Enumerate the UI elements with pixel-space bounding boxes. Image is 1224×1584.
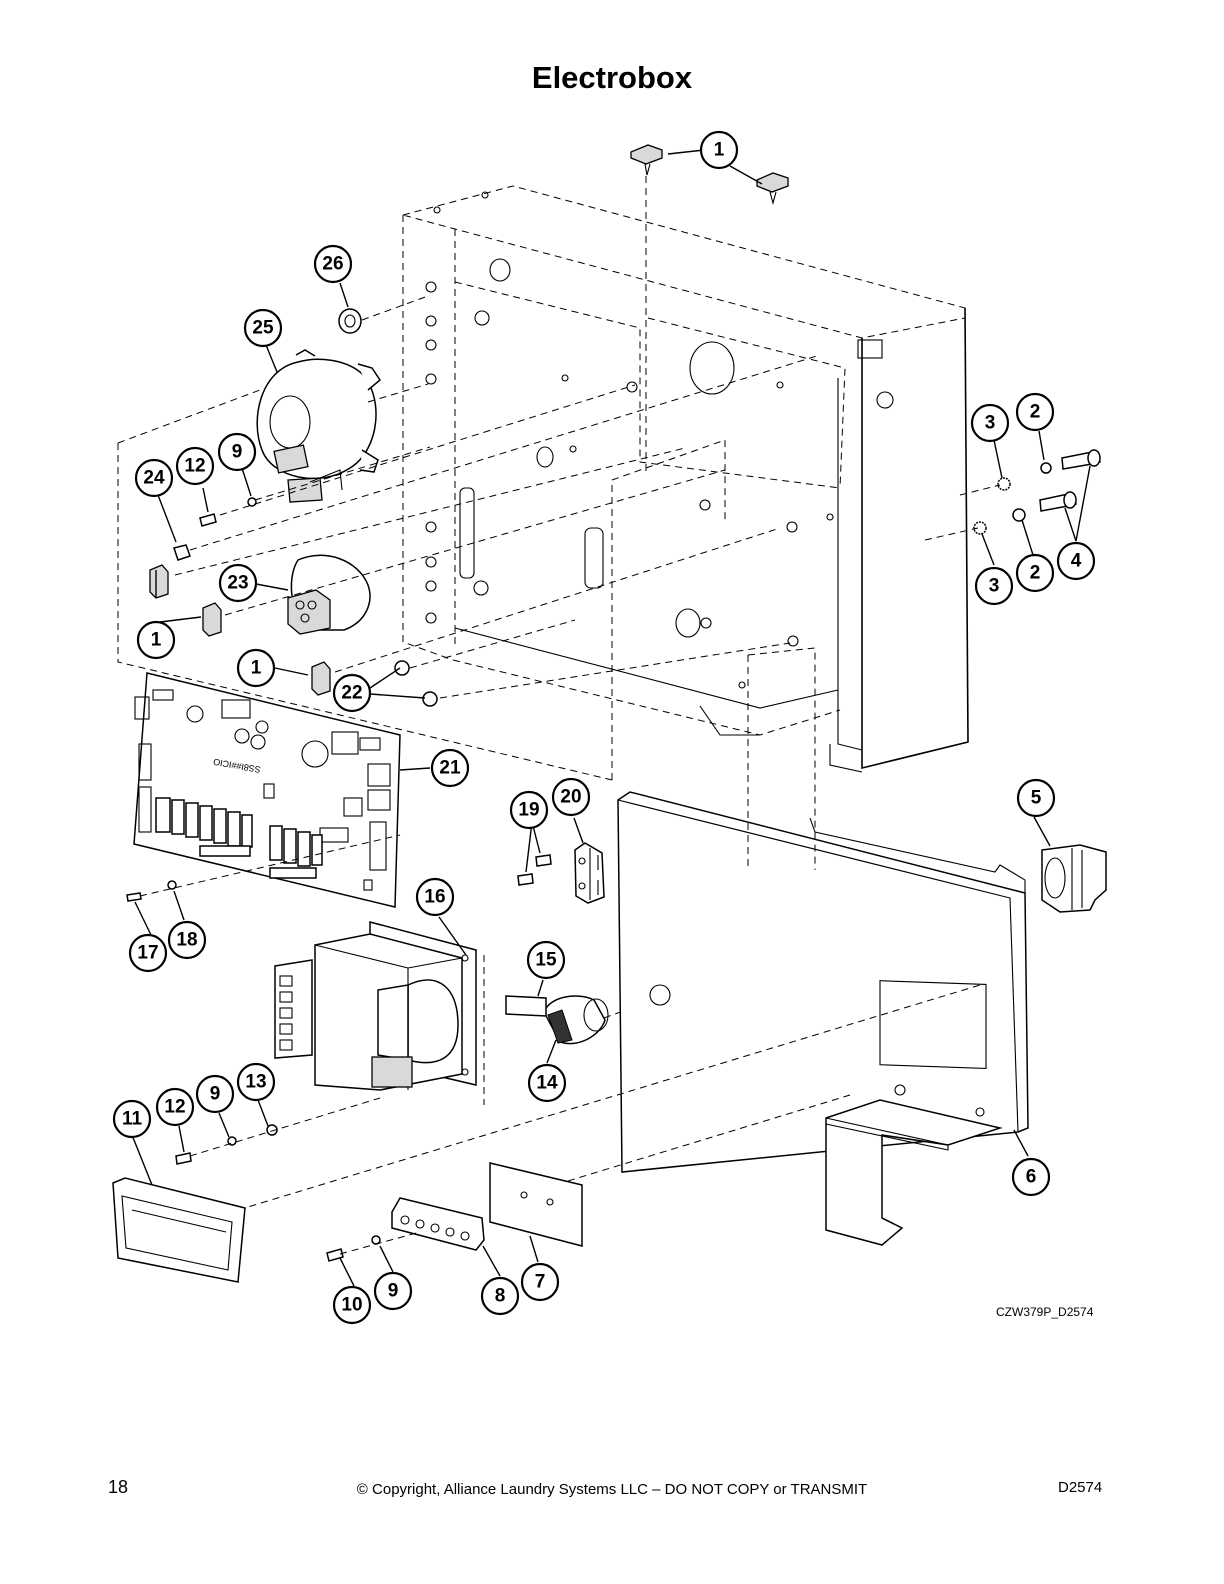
handle-11 <box>112 1177 246 1283</box>
selector-switch-14 <box>543 995 609 1045</box>
callout-9-top: 9 <box>217 432 257 472</box>
svg-text:4: 4 <box>1071 551 1082 572</box>
circuit-board-21: SS8I##ICIO <box>133 672 401 908</box>
screws-upper-left <box>173 497 257 561</box>
callout-10: 10 <box>332 1285 372 1325</box>
hinge-20 <box>574 842 605 904</box>
callout-14: 14 <box>527 1063 567 1103</box>
callout-4: 4 <box>1056 541 1096 581</box>
svg-text:6: 6 <box>1026 1167 1037 1188</box>
svg-text:10: 10 <box>341 1295 362 1316</box>
svg-text:11: 11 <box>122 1109 143 1130</box>
drawing-id: CZW379P_D2574 <box>996 1305 1094 1319</box>
svg-text:20: 20 <box>560 787 581 808</box>
callout-24: 24 <box>134 458 174 498</box>
callout-18: 18 <box>167 920 207 960</box>
svg-text:9: 9 <box>210 1084 221 1105</box>
callout-22: 22 <box>332 673 372 713</box>
screws-4-washers-2-3 <box>973 449 1101 535</box>
svg-text:7: 7 <box>535 1272 546 1293</box>
label-15 <box>505 995 547 1017</box>
screws-12-9-13 <box>175 1124 278 1165</box>
callout-1-mid: 1 <box>236 648 276 688</box>
svg-text:9: 9 <box>232 442 243 463</box>
callout-1-top: 1 <box>699 130 739 170</box>
callout-23: 23 <box>218 563 258 603</box>
callout-3-upper: 3 <box>970 403 1010 443</box>
callout-12-top: 12 <box>175 446 215 486</box>
svg-text:9: 9 <box>388 1281 399 1302</box>
callout-16: 16 <box>415 877 455 917</box>
callout-2-lower: 2 <box>1015 553 1055 593</box>
callout-15: 15 <box>526 940 566 980</box>
callout-2-upper: 2 <box>1015 392 1055 432</box>
screws-19 <box>517 854 552 886</box>
clip-nut-top <box>630 144 789 206</box>
page-title: Electrobox <box>531 60 693 95</box>
pressure-switch-23 <box>287 554 371 635</box>
callout-13: 13 <box>236 1062 276 1102</box>
svg-text:13: 13 <box>245 1072 266 1093</box>
callout-6: 6 <box>1011 1157 1051 1197</box>
svg-text:14: 14 <box>536 1073 558 1094</box>
latch-5 <box>1041 844 1107 913</box>
svg-text:26: 26 <box>322 254 343 275</box>
callout-25: 25 <box>243 308 283 348</box>
callout-17: 17 <box>128 933 168 973</box>
copyright-notice: © Copyright, Alliance Laundry Systems LL… <box>356 1481 868 1498</box>
screw-10-washer-9 <box>326 1235 381 1262</box>
svg-text:1: 1 <box>151 630 162 651</box>
callout-19: 19 <box>509 790 549 830</box>
svg-text:15: 15 <box>535 950 557 971</box>
callout-7: 7 <box>520 1262 560 1302</box>
grommet-26 <box>338 308 362 334</box>
callout-5: 5 <box>1016 778 1056 818</box>
callout-8: 8 <box>480 1276 520 1316</box>
svg-text:23: 23 <box>227 573 248 594</box>
callout-21: 21 <box>430 748 470 788</box>
callout-9-bottom: 9 <box>373 1271 413 1311</box>
nuts-22 <box>394 660 438 707</box>
svg-text:12: 12 <box>164 1097 185 1118</box>
svg-text:3: 3 <box>989 576 1000 597</box>
electrobox-housing <box>401 144 969 773</box>
svg-text:1: 1 <box>251 658 262 679</box>
clip-nut-left <box>149 564 331 696</box>
callout-9-middle: 9 <box>195 1074 235 1114</box>
svg-text:3: 3 <box>985 413 996 434</box>
svg-text:21: 21 <box>439 758 461 779</box>
transformer-16 <box>274 921 477 1091</box>
document-code: D2574 <box>1058 1479 1103 1496</box>
pressure-switch-25 <box>256 349 381 503</box>
svg-text:5: 5 <box>1031 788 1042 809</box>
callout-1-left: 1 <box>136 620 176 660</box>
terminal-block-8 <box>391 1197 485 1251</box>
page-number: 18 <box>108 1477 129 1497</box>
callout-3-lower: 3 <box>974 566 1014 606</box>
svg-text:2: 2 <box>1030 402 1041 423</box>
svg-text:19: 19 <box>518 800 539 821</box>
svg-text:2: 2 <box>1030 563 1041 584</box>
svg-text:17: 17 <box>137 943 158 964</box>
callout-11: 11 <box>112 1099 152 1139</box>
callout-26: 26 <box>313 244 353 284</box>
plate-7 <box>489 1162 583 1247</box>
svg-text:8: 8 <box>495 1286 506 1307</box>
svg-text:24: 24 <box>143 468 165 489</box>
svg-text:22: 22 <box>341 683 362 704</box>
svg-text:18: 18 <box>176 930 197 951</box>
front-panel-6 <box>617 791 1029 1246</box>
screw-17-washer-18 <box>126 834 401 902</box>
svg-text:16: 16 <box>424 887 445 908</box>
callout-12-bottom: 12 <box>155 1087 195 1127</box>
callout-20: 20 <box>551 777 591 817</box>
svg-text:1: 1 <box>714 140 725 161</box>
svg-text:12: 12 <box>184 456 205 477</box>
svg-text:25: 25 <box>252 318 274 339</box>
leader-lines <box>131 149 1091 1287</box>
